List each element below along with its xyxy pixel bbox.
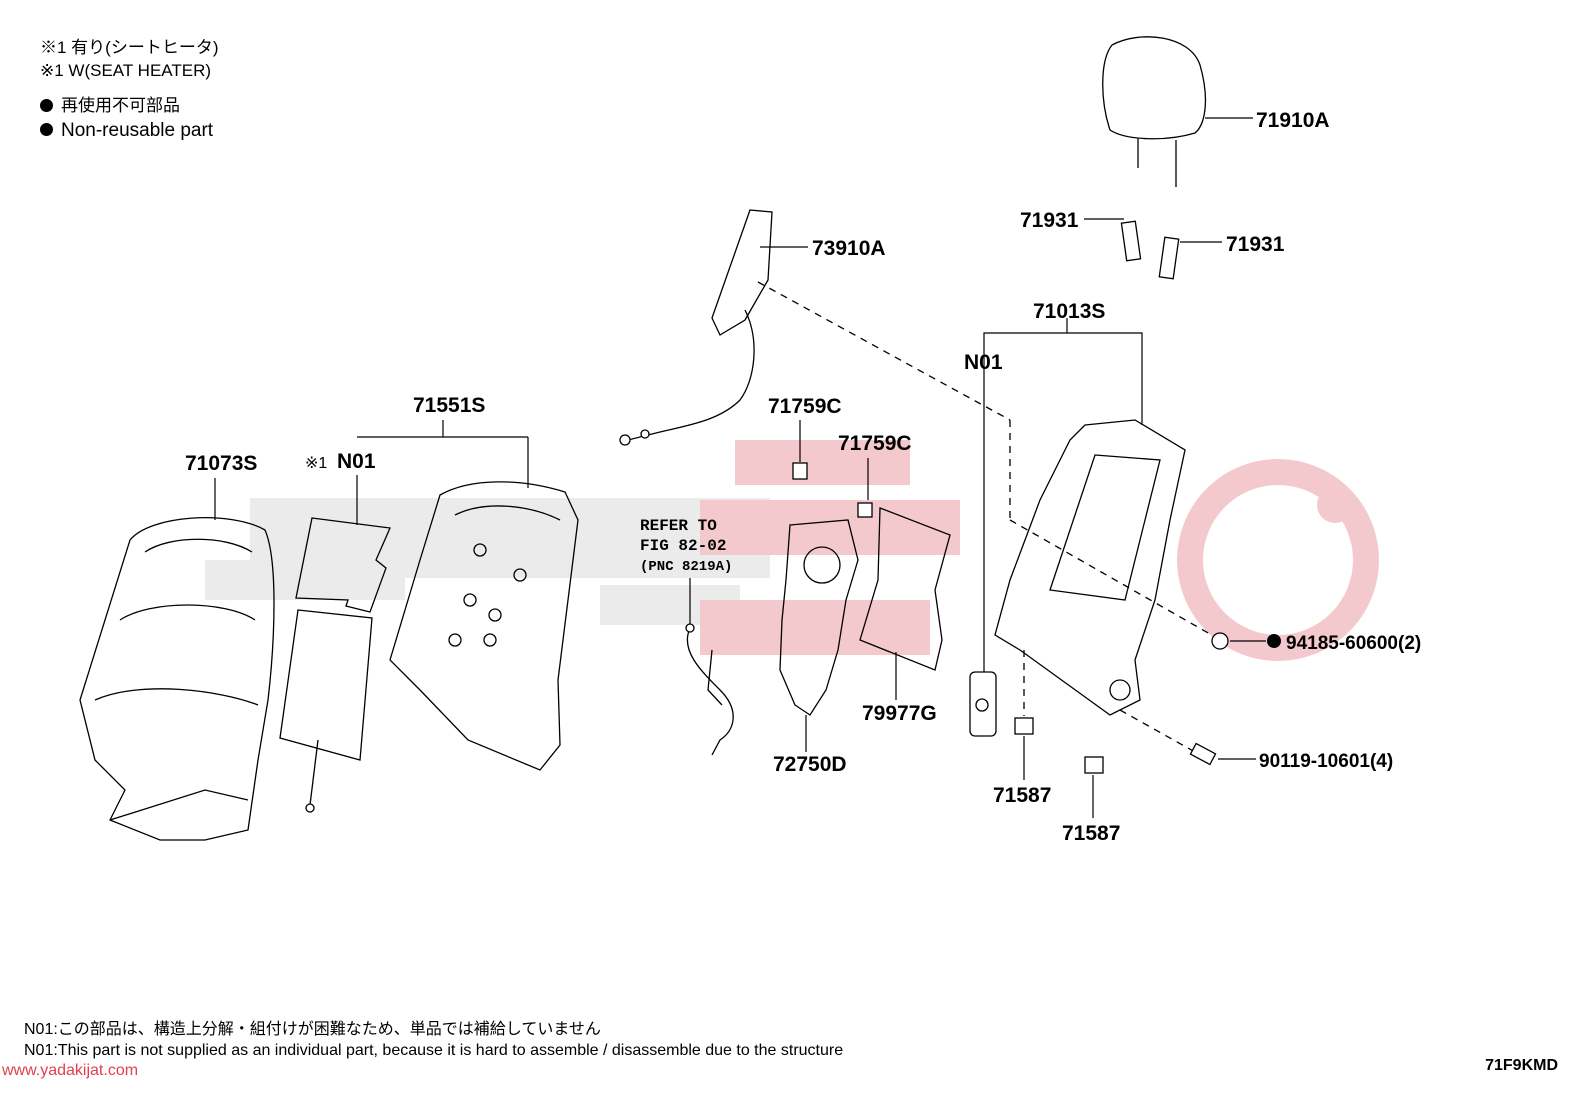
label-72750D: 72750D bbox=[773, 753, 847, 776]
label-refer-line2: FIG 82-02 bbox=[640, 537, 726, 555]
label-N01-left: N01 bbox=[337, 450, 376, 473]
legend-heater-en: ※1 W(SEAT HEATER) bbox=[40, 61, 212, 80]
part-71759C-clip-drawing bbox=[792, 420, 873, 518]
footer-note-jp: N01:この部品は、構造上分解・組付けが困難なため、単品では補給していません bbox=[24, 1021, 601, 1038]
watermark-logo bbox=[205, 440, 1379, 661]
diagram-code: 71F9KMD bbox=[1485, 1057, 1558, 1074]
part-71931-guide-drawing bbox=[1084, 218, 1222, 280]
part-72750D-drawing bbox=[779, 519, 859, 752]
part-71551S-drawing bbox=[389, 437, 579, 771]
label-71587-1: 71587 bbox=[993, 784, 1051, 807]
part-90119-bolt-drawing bbox=[1119, 709, 1256, 766]
label-79977G: 79977G bbox=[862, 702, 937, 725]
part-refer-harness-drawing bbox=[685, 578, 734, 756]
part-71073S-drawing bbox=[79, 478, 275, 841]
legend-nonreusable-jp-label: 再使用不可部品 bbox=[61, 96, 180, 115]
label-note-mark: ※1 bbox=[305, 455, 327, 472]
part-71910A-drawing bbox=[1102, 36, 1253, 187]
legend-heater-jp: ※1 有り(シートヒータ) bbox=[40, 38, 219, 57]
bullet-icon bbox=[40, 99, 53, 112]
label-refer-line1: REFER TO bbox=[640, 517, 717, 535]
website-url: www.yadakijat.com bbox=[2, 1062, 139, 1079]
legend-nonreusable-jp: 再使用不可部品 bbox=[40, 94, 180, 117]
bullet-icon bbox=[40, 123, 53, 136]
label-71551S: 71551S bbox=[413, 394, 485, 417]
part-71013S-drawing bbox=[983, 318, 1186, 716]
label-71931-2: 71931 bbox=[1226, 233, 1285, 256]
legend-nonreusable-en-label: Non-reusable part bbox=[61, 120, 214, 141]
legend-nonreusable-en: Non-reusable part bbox=[40, 119, 213, 142]
label-71587-2: 71587 bbox=[1062, 822, 1120, 845]
part-N01-recliner-drawing bbox=[969, 671, 997, 737]
part-94185-nut-drawing bbox=[1211, 632, 1281, 650]
label-71931-1: 71931 bbox=[1020, 209, 1079, 232]
label-90119-10601: 90119-10601(4) bbox=[1259, 751, 1393, 772]
footer-note-en: N01:This part is not supplied as an indi… bbox=[24, 1042, 844, 1059]
label-71759C-2: 71759C bbox=[838, 432, 912, 455]
label-71013S: 71013S bbox=[1033, 300, 1105, 323]
part-N01-heater-drawing bbox=[279, 475, 391, 813]
part-73910A-drawing bbox=[619, 209, 808, 446]
label-94185-60600: 94185-60600(2) bbox=[1286, 633, 1421, 654]
part-71587-cap-drawing bbox=[1014, 650, 1104, 818]
label-71910A: 71910A bbox=[1256, 109, 1330, 132]
label-71759C-1: 71759C bbox=[768, 395, 842, 418]
label-N01-right: N01 bbox=[964, 351, 1003, 374]
label-refer-line3: (PNC 8219A) bbox=[640, 559, 732, 575]
part-79977G-drawing bbox=[859, 507, 951, 700]
label-71073S: 71073S bbox=[185, 452, 257, 475]
label-73910A: 73910A bbox=[812, 237, 886, 260]
